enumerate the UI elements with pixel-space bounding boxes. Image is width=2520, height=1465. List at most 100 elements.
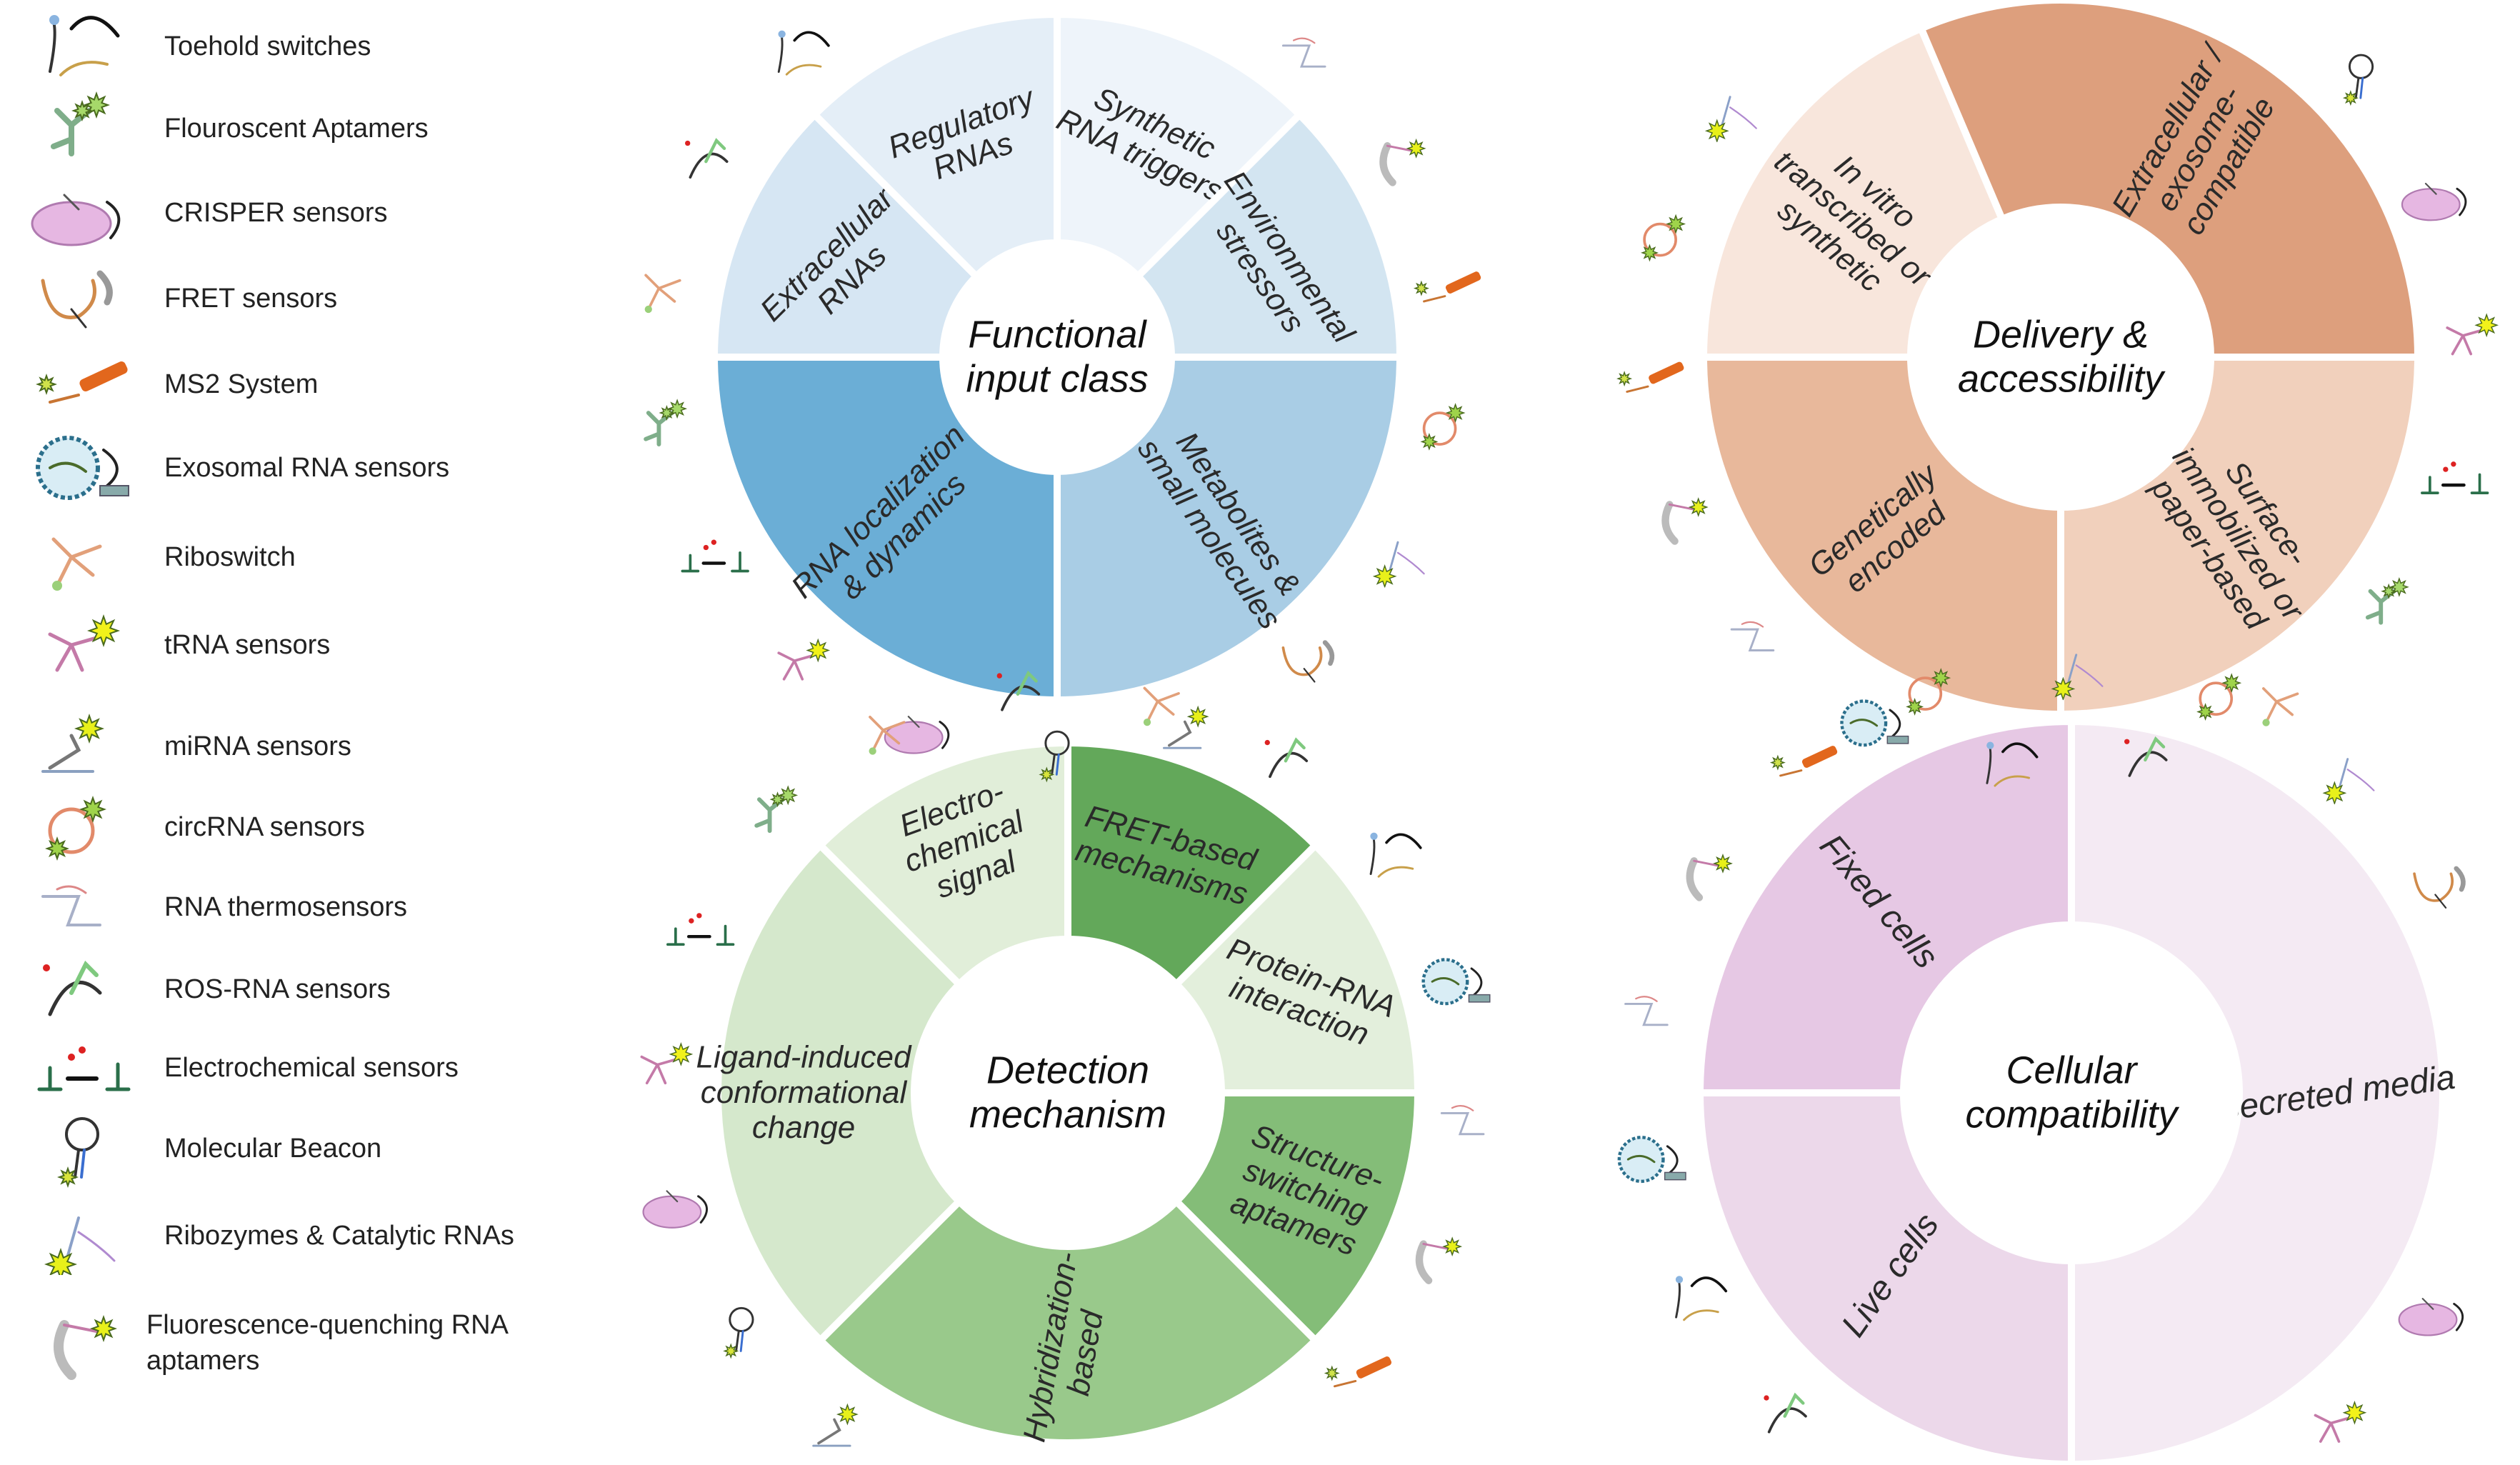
crispr-sensor-icon: [2398, 1298, 2464, 1336]
exosomal-rna-sensor-icon: [1840, 699, 1909, 747]
legend-item: Riboswitch: [21, 518, 586, 596]
molecular-beacon-icon: [1039, 730, 1070, 783]
rna-thermosensor-icon: [1440, 1105, 1485, 1136]
wheel-center: [1911, 207, 2211, 507]
mirna-sensor-icon: [812, 1403, 859, 1447]
fluorescent-aptamer-icon: [2365, 576, 2409, 625]
wheel-center: [943, 243, 1171, 471]
exosomal-rna-sensor-icon: [36, 436, 129, 500]
wheel-center: [1904, 925, 2239, 1261]
legend-item: Molecular Beacon: [21, 1109, 586, 1188]
toehold-switch-icon: [1986, 741, 2039, 787]
legend-item: CRISPER sensors: [21, 174, 586, 252]
mirna-sensor-icon: [1163, 705, 1209, 749]
fret-sensor-icon: [1281, 640, 1335, 683]
legend-label: Molecular Beacon: [164, 1134, 382, 1164]
legend-label: MS2 System: [164, 369, 319, 399]
ribozyme-icon: [2322, 758, 2375, 804]
exosomal-rna-sensor-icon: [1421, 958, 1491, 1006]
legend-item: tRNA sensors: [21, 606, 586, 684]
circrna-sensor-icon: [1420, 403, 1466, 451]
legend-item: Toehold switches: [21, 7, 586, 86]
legend-item: Flouroscent Aptamers: [21, 89, 586, 168]
trna-sensor-icon: [777, 638, 831, 681]
legend-label: Riboswitch: [164, 542, 296, 572]
fluorescence-quenching-aptamer-icon: [54, 1315, 117, 1380]
wheel-functional: RNA localization& dynamicsExtracellularR…: [710, 10, 1404, 704]
electrochemical-sensor-icon: [37, 1046, 131, 1091]
legend-label: Electrochemical sensors: [164, 1053, 459, 1083]
exosomal-rna-sensor-icon: [1617, 1136, 1686, 1184]
crispr-sensor-icon: [642, 1190, 708, 1229]
legend-label: Flouroscent Aptamers: [164, 114, 429, 144]
ms2-system-icon: [1413, 271, 1481, 303]
legend-label: ROS-RNA sensors: [164, 974, 391, 1004]
toehold-switch-icon: [777, 30, 830, 76]
fluorescence-quenching-aptamer-icon: [1415, 1236, 1463, 1284]
legend-item: RNA thermosensors: [21, 868, 586, 946]
ros-rna-sensor-icon: [2124, 736, 2168, 777]
circrna-sensor-icon: [1641, 214, 1686, 262]
legend-label: FRET sensors: [164, 284, 338, 314]
ros-rna-sensor-icon: [996, 670, 1041, 711]
legend-item: ROS-RNA sensors: [21, 950, 586, 1029]
molecular-beacon-icon: [2342, 54, 2374, 106]
legend-item: Exosomal RNA sensors: [21, 429, 586, 507]
riboswitch-icon: [51, 537, 102, 591]
ribozyme-icon: [44, 1216, 116, 1275]
legend-label: tRNA sensors: [164, 630, 331, 660]
ms2-system-icon: [1769, 746, 1838, 777]
fluorescent-aptamer-icon: [754, 785, 799, 834]
ms2-system-icon: [36, 361, 128, 404]
rna-thermosensor-icon: [1281, 37, 1326, 68]
legend-label: Toehold switches: [164, 31, 371, 61]
riboswitch-icon: [869, 716, 906, 755]
legend-item: MS2 System: [21, 345, 586, 424]
rna-thermosensor-icon: [41, 885, 101, 926]
legend-label: circRNA sensors: [164, 812, 365, 842]
legend-item: miRNA sensors: [21, 707, 586, 786]
ros-rna-sensor-icon: [685, 138, 729, 179]
trna-sensor-icon: [2314, 1400, 2367, 1443]
toehold-switch-icon: [49, 15, 120, 76]
wheel-center: [914, 939, 1221, 1246]
circrna-sensor-icon: [1906, 668, 1951, 716]
rna-thermosensor-icon: [1730, 621, 1775, 651]
molecular-beacon-icon: [723, 1306, 754, 1359]
circrna-sensor-icon: [2196, 673, 2242, 721]
legend-label: Ribozymes & Catalytic RNAs: [164, 1221, 514, 1251]
crispr-sensor-icon: [2401, 182, 2467, 221]
trna-sensor-icon: [640, 1042, 694, 1085]
fluorescence-quenching-aptamer-icon: [1661, 497, 1709, 545]
toehold-switch-icon: [1369, 832, 1422, 878]
riboswitch-icon: [2262, 687, 2299, 726]
legend-item: Ribozymes & Catalytic RNAs: [21, 1196, 586, 1275]
ribozyme-icon: [1372, 541, 1425, 588]
electrochemical-sensor-icon: [2421, 461, 2489, 494]
toehold-switch-icon: [1675, 1276, 1728, 1321]
trna-sensor-icon: [48, 614, 121, 672]
fluorescent-aptamer-icon: [51, 91, 110, 156]
wheel-center-label: Delivery &accessibility: [1958, 314, 2166, 401]
electrochemical-sensor-icon: [666, 913, 735, 946]
ros-rna-sensor-icon: [1264, 737, 1309, 779]
ms2-system-icon: [1616, 361, 1684, 393]
fret-sensor-icon: [41, 270, 113, 329]
legend-item: FRET sensors: [21, 259, 586, 338]
fret-sensor-icon: [2413, 866, 2466, 909]
riboswitch-icon: [644, 274, 681, 314]
fluorescence-quenching-aptamer-icon: [1686, 853, 1733, 901]
crispr-sensor-icon: [31, 194, 121, 246]
riboswitch-icon: [1143, 686, 1180, 726]
legend-item: Fluorescence-quenching RNA aptamers: [21, 1304, 586, 1382]
trna-sensor-icon: [2446, 313, 2499, 356]
electrochemical-sensor-icon: [681, 539, 749, 573]
mirna-sensor-icon: [41, 713, 105, 773]
legend-label: miRNA sensors: [164, 731, 351, 761]
